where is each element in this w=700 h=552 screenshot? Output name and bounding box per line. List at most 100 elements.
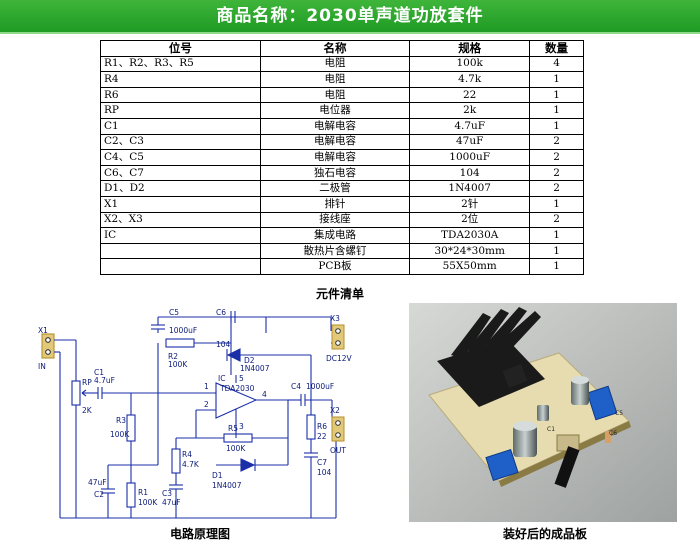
cell-name: 集成电路 <box>259 227 411 244</box>
cell-name: 接线座 <box>259 211 411 229</box>
assembled-board-photo: C1 C5 C6 <box>409 303 677 522</box>
r1-label: R1 <box>138 488 148 497</box>
cell-ref: R4 <box>100 71 261 88</box>
circuit-schematic: X1 IN RP 2K C1 4.7uF C5 1000uF C6 104 R2… <box>36 303 366 523</box>
photo-caption: 装好后的成品板 <box>502 527 587 541</box>
cell-ref <box>100 258 261 275</box>
cell-ref: RP <box>100 102 261 119</box>
cell-spec: 30*24*30mm <box>409 242 531 260</box>
rp-label: RP <box>82 378 92 387</box>
cell-qty: 2 <box>529 180 584 197</box>
c6-label: C6 <box>216 308 226 317</box>
cell-qty: 1 <box>529 258 584 275</box>
table-caption: 元件清单 <box>315 287 364 301</box>
cell-ref <box>100 242 261 260</box>
cell-qty: 1 <box>529 71 584 88</box>
cell-spec: TDA2030A <box>409 227 531 244</box>
cell-name: 散热片含螺钉 <box>259 242 411 260</box>
ic-value: TDA2030 <box>219 384 255 393</box>
c2-label: C2 <box>94 490 104 499</box>
rp-value: 2K <box>82 406 93 415</box>
cell-ref: R6 <box>100 86 261 104</box>
c4-value: 1000uF <box>306 382 334 391</box>
cell-ref: X1 <box>100 195 261 213</box>
r4-label: R4 <box>182 450 192 459</box>
cell-spec: 47uF <box>409 133 531 151</box>
cell-spec: 1N4007 <box>409 180 531 197</box>
cell-name: 电位器 <box>259 102 411 119</box>
cell-spec: 2针 <box>409 195 531 213</box>
pin2-label: 2 <box>204 400 209 409</box>
c3-value: 47uF <box>162 498 181 507</box>
pin3-label: 3 <box>239 422 244 431</box>
cell-name: 电阻 <box>259 86 411 104</box>
c3-label: C3 <box>162 489 172 498</box>
header-qty: 数量 <box>529 40 584 57</box>
cell-name: 电解电容 <box>259 133 411 151</box>
banner-divider <box>0 32 700 34</box>
c1-value: 4.7uF <box>94 376 115 385</box>
cell-name: 电解电容 <box>259 117 411 135</box>
silk-c1: C1 <box>547 426 555 433</box>
r3-label: R3 <box>116 416 126 425</box>
cell-ref: R1、R2、R3、R5 <box>100 55 261 73</box>
x2-label: X2 <box>330 406 340 415</box>
schematic-caption: 电路原理图 <box>169 527 230 541</box>
cell-name: 电阻 <box>259 55 411 73</box>
r2-label: R2 <box>168 352 178 361</box>
r2-value: 100K <box>168 360 188 369</box>
cell-spec: 22 <box>409 86 531 104</box>
cell-spec: 2位 <box>409 211 531 229</box>
silk-c5: C5 <box>615 410 623 417</box>
cell-name: 独石电容 <box>259 164 411 182</box>
cell-spec: 55X50mm <box>409 258 531 275</box>
cell-qty: 1 <box>529 102 584 119</box>
pin4-label: 4 <box>262 390 267 399</box>
r5-label: R5 <box>228 424 238 433</box>
c2-value: 47uF <box>88 478 107 487</box>
pin5-label: 5 <box>239 374 244 383</box>
cell-qty: 2 <box>529 211 584 229</box>
c5-label: C5 <box>169 308 179 317</box>
page-banner: 商品名称：2030单声道功放套件 <box>0 0 700 32</box>
cell-qty: 4 <box>529 55 584 73</box>
cell-ref: X2、X3 <box>100 211 261 229</box>
cell-ref: IC <box>100 227 261 244</box>
cell-spec: 4.7k <box>409 71 531 88</box>
cell-name: 排针 <box>259 195 411 213</box>
heatsink <box>437 307 545 407</box>
c6-value: 104 <box>216 340 231 349</box>
c5-value: 1000uF <box>169 326 197 335</box>
r1-value: 100K <box>138 498 158 507</box>
r4-value: 4.7K <box>182 460 200 469</box>
r6-label: R6 <box>317 422 327 431</box>
cell-qty: 1 <box>529 242 584 260</box>
d2-value: 1N4007 <box>240 364 270 373</box>
in-label: IN <box>38 362 46 371</box>
c1-label: C1 <box>94 368 104 377</box>
d2-label: D2 <box>244 356 255 365</box>
pin1-label: 1 <box>204 382 209 391</box>
r5-value: 100K <box>226 444 246 453</box>
header-ref: 位号 <box>100 40 261 57</box>
cell-name: PCB板 <box>259 258 411 275</box>
out-label: OUT <box>330 446 346 455</box>
d1-value: 1N4007 <box>212 481 242 490</box>
cell-qty: 1 <box>529 117 584 135</box>
d1-label: D1 <box>212 471 223 480</box>
c4-label: C4 <box>291 382 301 391</box>
cell-ref: C6、C7 <box>100 164 261 182</box>
table-header-row: 位号 名称 规格 数量 <box>100 40 584 57</box>
cell-qty: 1 <box>529 195 584 213</box>
terminal-blocks <box>485 385 618 482</box>
